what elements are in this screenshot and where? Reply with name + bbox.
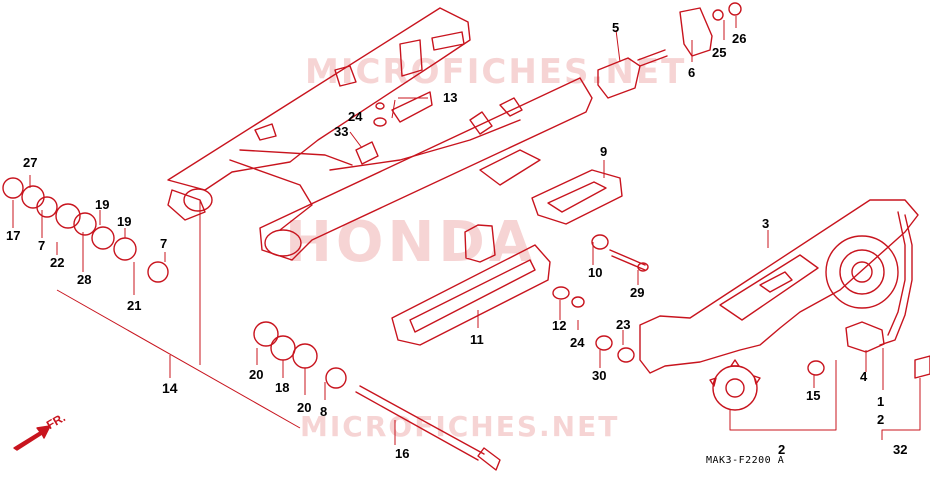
callout-19b[interactable]: 19 xyxy=(117,214,132,229)
leader-lines xyxy=(12,16,921,445)
callout-29[interactable]: 29 xyxy=(630,285,645,300)
callout-3[interactable]: 3 xyxy=(762,216,770,231)
callout-10[interactable]: 10 xyxy=(588,265,603,280)
watermark-site-top: MICROFICHES.NET xyxy=(305,52,687,92)
chain-guide xyxy=(531,169,623,225)
callout-5[interactable]: 5 xyxy=(612,20,620,35)
drive-sprocket xyxy=(709,359,761,411)
callout-26[interactable]: 26 xyxy=(732,31,747,46)
callout-33[interactable]: 33 xyxy=(334,124,349,139)
swingarm xyxy=(167,7,593,261)
callout-11[interactable]: 11 xyxy=(470,332,484,347)
callout-32[interactable]: 32 xyxy=(893,442,908,457)
chain-adjuster xyxy=(597,2,742,99)
callout-20b[interactable]: 20 xyxy=(297,400,312,415)
callout-16[interactable]: 16 xyxy=(395,446,410,461)
callout-6[interactable]: 6 xyxy=(688,65,696,80)
callout-24a[interactable]: 24 xyxy=(348,109,363,124)
callout-22[interactable]: 22 xyxy=(50,255,65,270)
diagram-code: MAK3-F2200 A xyxy=(706,455,785,466)
callout-7a[interactable]: 7 xyxy=(38,238,46,253)
callout-23[interactable]: 23 xyxy=(616,317,631,332)
callout-25[interactable]: 25 xyxy=(712,45,727,60)
callout-18[interactable]: 18 xyxy=(275,380,290,395)
pivot-bearing-set-left xyxy=(2,177,169,283)
pivot-bearing-set-center xyxy=(253,321,347,389)
driven-sprocket xyxy=(825,235,899,309)
callout-2[interactable]: 2 xyxy=(778,442,786,457)
drive-chain-cover xyxy=(639,199,919,374)
callout-24b[interactable]: 24 xyxy=(570,335,585,350)
fasteners xyxy=(373,102,825,376)
callout-27[interactable]: 27 xyxy=(23,155,38,170)
callout-9[interactable]: 9 xyxy=(600,144,608,159)
callout-30[interactable]: 30 xyxy=(592,368,607,383)
watermark-brand: HONDA xyxy=(285,210,537,275)
callout-13[interactable]: 13 xyxy=(443,90,458,105)
watermark-site-bottom: MICROFICHES.NET xyxy=(300,410,620,443)
callout-2b[interactable]: 2 xyxy=(877,412,885,427)
callout-4[interactable]: 4 xyxy=(860,369,868,384)
callout-1[interactable]: 1 xyxy=(877,394,885,409)
front-direction-arrow xyxy=(13,425,51,451)
callout-20a[interactable]: 20 xyxy=(249,367,264,382)
caution-label xyxy=(914,355,930,379)
callout-28[interactable]: 28 xyxy=(77,272,92,287)
callout-14[interactable]: 14 xyxy=(162,380,178,396)
drive-chain xyxy=(879,211,913,346)
callout-8[interactable]: 8 xyxy=(320,404,328,419)
callout-21[interactable]: 21 xyxy=(127,298,142,313)
pivot-bolt xyxy=(355,385,501,471)
callout-15[interactable]: 15 xyxy=(806,388,821,403)
callout-17[interactable]: 17 xyxy=(6,228,21,243)
chain-slider xyxy=(391,224,551,346)
callout-7b[interactable]: 7 xyxy=(160,236,168,251)
chain-joint xyxy=(845,321,885,353)
callout-12[interactable]: 12 xyxy=(552,318,567,333)
callout-19a[interactable]: 19 xyxy=(95,197,110,212)
